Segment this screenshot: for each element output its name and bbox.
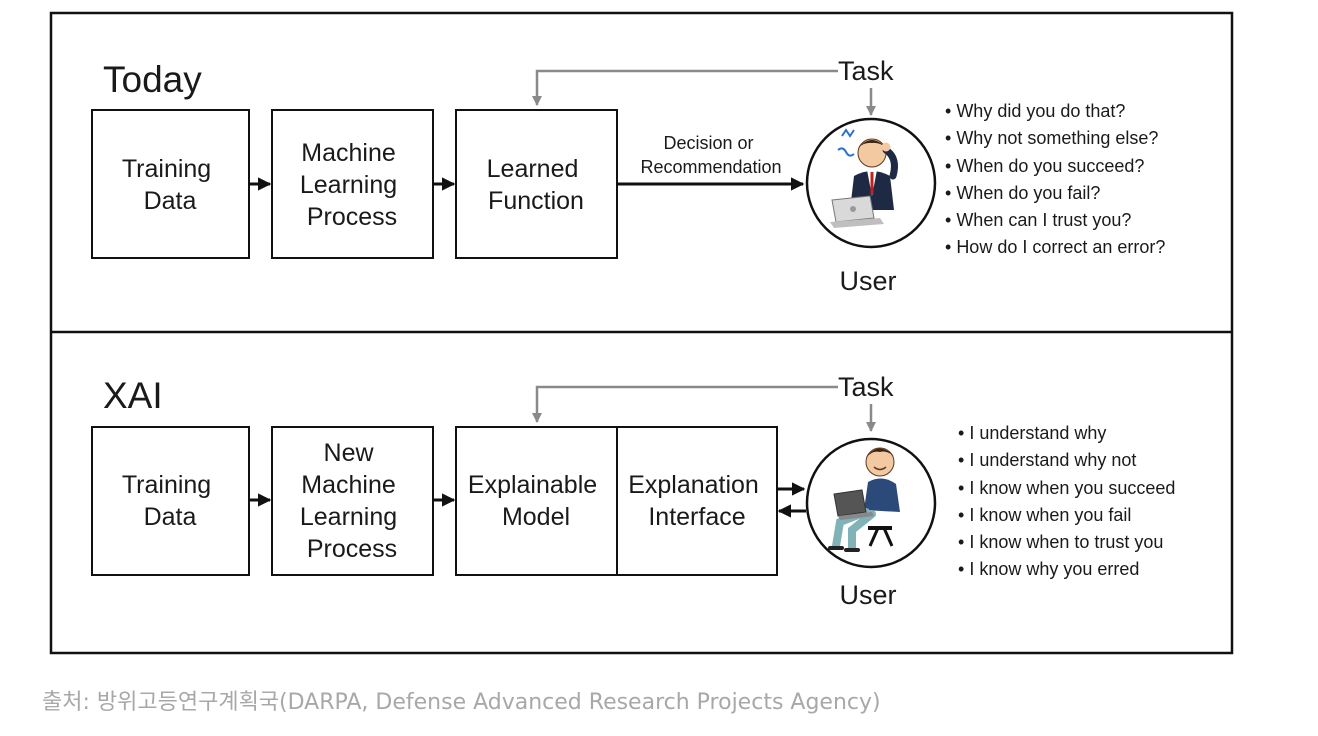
today-ml-process-box (271, 109, 434, 259)
today-question-4: • When do you fail? (945, 183, 1100, 203)
today-question-3: • When do you succeed? (945, 156, 1144, 176)
today-question-2: • Why not something else? (945, 128, 1158, 148)
xai-new-ml-process-label: New Machine Learning Process (300, 439, 404, 563)
today-user-label: User (839, 266, 896, 296)
today-task-feedback-arrow (532, 69, 838, 106)
xai-statement-4: • I know when you fail (958, 505, 1131, 525)
xai-explanation-interface-label: Explanation Interface (628, 471, 766, 531)
today-training-data-label: Training Data (122, 155, 218, 215)
source-caption: 출처: 방위고등연구계획국(DARPA, Defense Advanced Re… (42, 690, 881, 715)
xai-statement-3: • I know when you succeed (958, 478, 1175, 498)
xai-comparison-diagram: Today Task Training Data Machine Learnin… (49, 11, 1234, 655)
xai-training-data-box (91, 426, 250, 576)
today-learned-function-box (455, 109, 618, 259)
xai-explanation-interface-box (616, 426, 778, 576)
today-training-data-box (91, 109, 250, 259)
today-task-label: Task (838, 56, 894, 86)
happy-user-icon (805, 437, 937, 569)
xai-training-data-label: Training Data (122, 471, 218, 531)
xai-task-label: Task (838, 372, 894, 402)
today-question-1: • Why did you do that? (945, 101, 1125, 121)
xai-statement-5: • I know when to trust you (958, 532, 1163, 552)
today-title: Today (103, 59, 202, 100)
confused-user-icon (805, 117, 937, 249)
xai-task-feedback-arrow (532, 385, 838, 423)
today-questions-list: • Why did you do that? • Why not somethi… (945, 101, 1165, 257)
today-question-6: • How do I correct an error? (945, 237, 1165, 257)
xai-section: XAI Task Training Data New Machine Learn… (91, 372, 1175, 610)
today-ml-process-label: Machine Learning Process (300, 139, 404, 231)
xai-explainable-model-label: Explainable Model (468, 471, 604, 531)
today-learned-function-label: Learned Function (487, 155, 586, 215)
xai-statement-1: • I understand why (958, 423, 1106, 443)
xai-title: XAI (103, 375, 163, 416)
xai-user-label: User (839, 580, 896, 610)
xai-explainable-model-box (455, 426, 618, 576)
xai-new-ml-process-box (271, 426, 434, 576)
today-question-5: • When can I trust you? (945, 210, 1131, 230)
xai-statement-6: • I know why you erred (958, 559, 1139, 579)
today-decision-label: Decision or Recommendation (640, 133, 781, 177)
today-section: Today Task Training Data Machine Learnin… (91, 56, 1165, 296)
xai-statements-list: • I understand why • I understand why no… (958, 423, 1175, 579)
xai-statement-2: • I understand why not (958, 450, 1136, 470)
